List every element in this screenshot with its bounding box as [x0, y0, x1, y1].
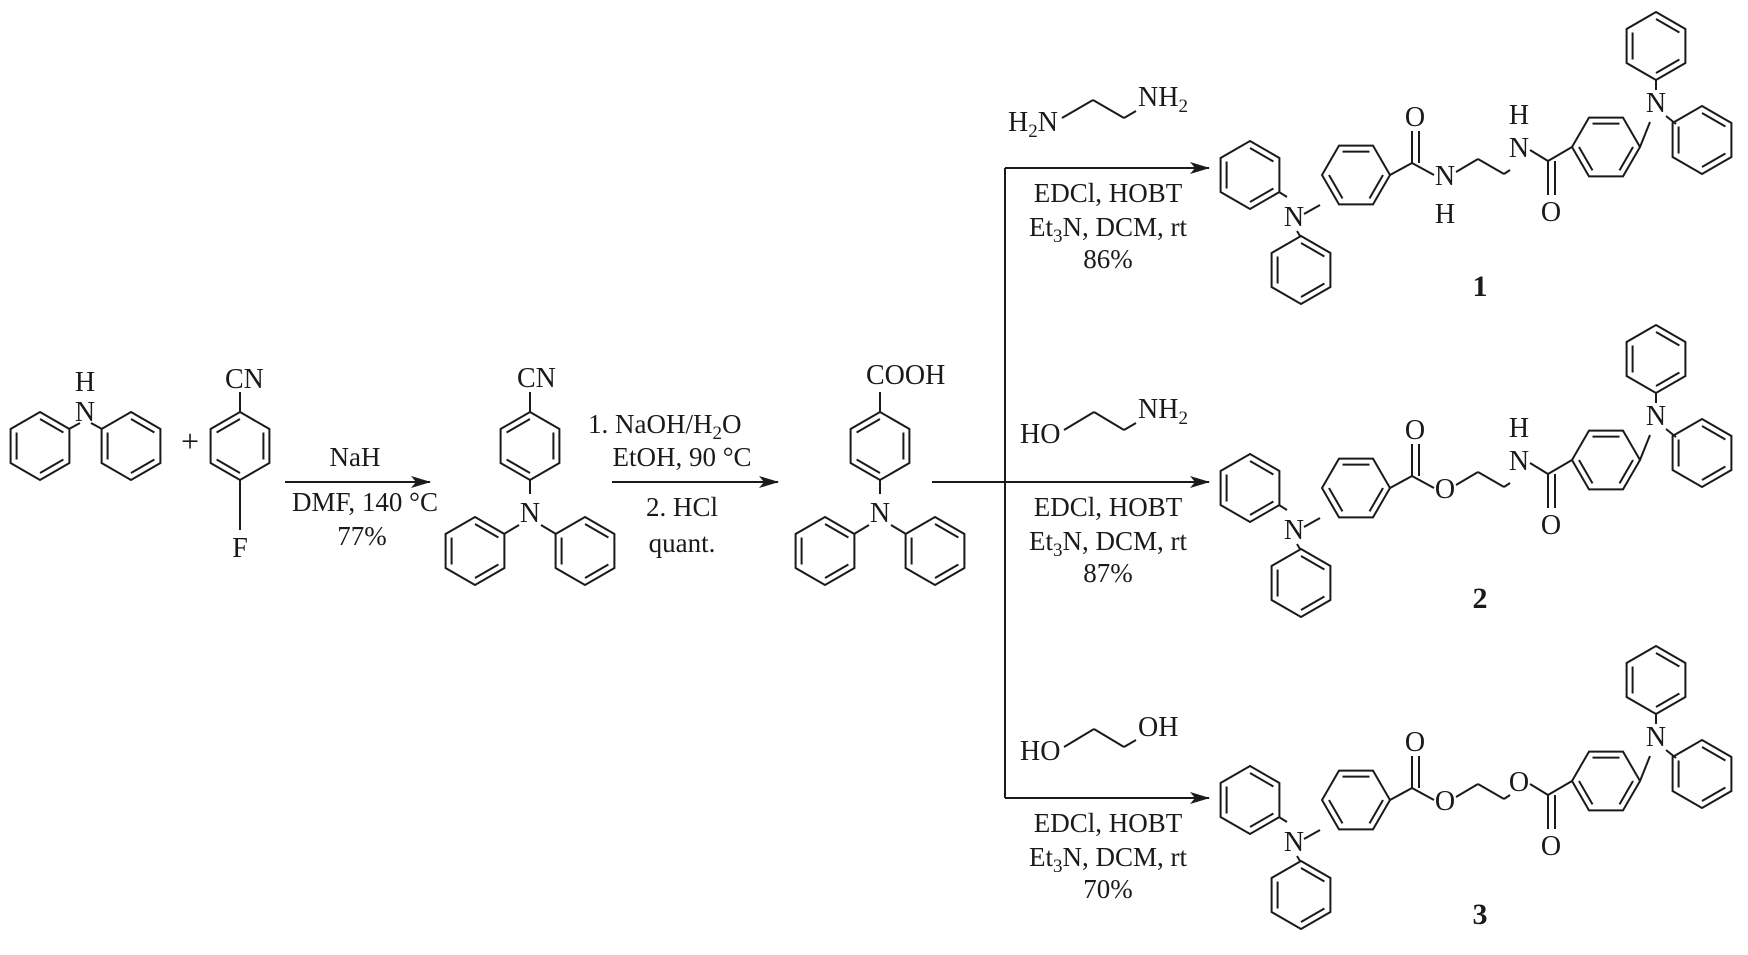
step2-yield: quant.: [649, 528, 716, 558]
amine-nitrogen-label: N: [1284, 515, 1304, 546]
amine-nitrogen-label: N: [1646, 401, 1666, 432]
amide-hydrogen-label: H: [1509, 100, 1529, 131]
nitrile-label: CN: [225, 364, 264, 395]
fluorobenzonitrile: CN F: [209, 364, 271, 564]
fluorine-label: F: [232, 533, 248, 564]
product-3: N O O O O N 3: [1219, 645, 1733, 931]
nitrile-label: CN: [517, 363, 556, 394]
amine-nitrogen-label: N: [75, 397, 95, 428]
step2-reagent: 1. NaOH/H2O: [588, 409, 741, 444]
amine-hydrogen-label: H: [75, 367, 95, 398]
triphenylamine-nitrile: CN N: [444, 363, 616, 586]
branch2-conditions: EDCl, HOBT: [1034, 492, 1183, 522]
amide-nitrogen-label: N: [1509, 446, 1529, 477]
branch1-conditions: EDCl, HOBT: [1034, 178, 1183, 208]
amine-left-label: H2N: [1008, 107, 1058, 142]
plus-sign: +: [181, 423, 199, 459]
ester-oxygen-label: O: [1435, 474, 1455, 505]
branch2-yield: 87%: [1083, 558, 1133, 588]
branch3-yield: 70%: [1083, 874, 1133, 904]
carboxylic-acid-label: COOH: [866, 360, 945, 391]
ethanolamine: HO NH2: [1020, 394, 1188, 450]
carbonyl-oxygen-label: O: [1405, 102, 1425, 133]
compound-number-3: 3: [1473, 898, 1488, 931]
step1-yield: 77%: [337, 521, 387, 551]
carbonyl-oxygen-label: O: [1541, 831, 1561, 862]
triphenylamine-acid: COOH N: [794, 360, 966, 586]
compound-number-1: 1: [1473, 270, 1488, 303]
carbonyl-oxygen-label: O: [1541, 197, 1561, 228]
hydroxyl-left-label: HO: [1020, 736, 1060, 767]
product-1: N O N H N H O N 1: [1219, 11, 1733, 305]
amine-nitrogen-label: N: [1284, 202, 1304, 233]
branch3-base-solvent: Et3N, DCM, rt: [1029, 842, 1188, 877]
amine-right-label: NH2: [1138, 82, 1188, 117]
amide-hydrogen-label: H: [1509, 413, 1529, 444]
step2-solvent: EtOH, 90 °C: [612, 442, 751, 472]
ethylene-glycol: HO OH: [1020, 712, 1178, 767]
branch2-base-solvent: Et3N, DCM, rt: [1029, 526, 1188, 561]
amine-nitrogen-label: N: [870, 498, 890, 529]
carbonyl-oxygen-label: O: [1541, 510, 1561, 541]
ester-oxygen-label: O: [1509, 767, 1529, 798]
carbonyl-oxygen-label: O: [1405, 415, 1425, 446]
amine-label: NH2: [1138, 394, 1188, 429]
compound-number-2: 2: [1473, 582, 1488, 615]
amine-nitrogen-label: N: [1284, 827, 1304, 858]
amine-nitrogen-label: N: [1646, 88, 1666, 119]
step2-acid: 2. HCl: [646, 492, 718, 522]
branch3-conditions: EDCl, HOBT: [1034, 808, 1183, 838]
ester-oxygen-label: O: [1435, 786, 1455, 817]
amide-nitrogen-label: N: [1435, 161, 1455, 192]
step1-reagent: NaH: [330, 442, 381, 472]
amine-nitrogen-label: N: [520, 498, 540, 529]
branch1-base-solvent: Et3N, DCM, rt: [1029, 212, 1188, 247]
hydroxyl-right-label: OH: [1138, 712, 1178, 743]
branch1-yield: 86%: [1083, 244, 1133, 274]
product-2: N O O N H O N 2: [1219, 324, 1733, 618]
ethylenediamine: H2N NH2: [1008, 82, 1188, 142]
diphenylamine: N H: [9, 367, 162, 481]
hydroxyl-label: HO: [1020, 419, 1060, 450]
amide-nitrogen-label: N: [1509, 133, 1529, 164]
amide-hydrogen-label: H: [1435, 199, 1455, 230]
carbonyl-oxygen-label: O: [1405, 727, 1425, 758]
step1-conditions: DMF, 140 °C: [292, 487, 438, 517]
amine-nitrogen-label: N: [1646, 722, 1666, 753]
